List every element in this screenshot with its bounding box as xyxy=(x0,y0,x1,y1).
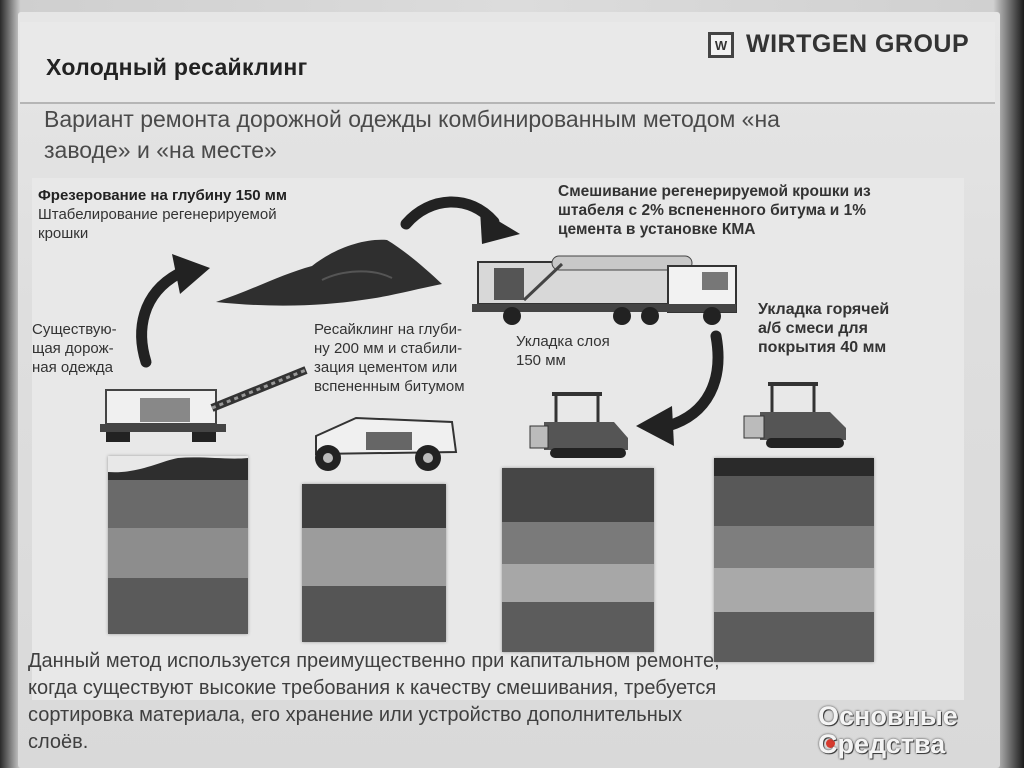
label-recycling: Ресайклинг на глуби- ну 200 мм и стабили… xyxy=(314,320,465,396)
label-hot-asphalt-line: Укладка горячей xyxy=(758,301,890,318)
layer-subbase xyxy=(714,568,874,612)
watermark-line: Средства xyxy=(818,729,946,759)
label-mixing-line: штабеля с 2% вспененного битума и 1% xyxy=(558,202,867,219)
milling-machine-icon xyxy=(100,366,308,442)
milled-surface xyxy=(108,457,248,480)
pavement-section-existing xyxy=(108,456,248,634)
label-layer-line: 150 мм xyxy=(516,352,566,369)
curved-arrow-icon xyxy=(636,330,724,446)
label-layer-line: Укладка слоя xyxy=(516,333,610,350)
layer-150mm xyxy=(502,468,654,522)
slide-footer-text: Данный метод используется преимущественн… xyxy=(28,648,908,756)
footer-line: сортировка материала, его хранение или у… xyxy=(28,704,683,726)
layer-recycled xyxy=(502,522,654,564)
paver-icon xyxy=(529,392,628,458)
curved-arrow-icon xyxy=(136,254,210,368)
slide-title: Холодный ресайклинг xyxy=(46,54,308,80)
mixing-plant-truck-icon xyxy=(472,255,737,325)
pavement-section-asphalt xyxy=(714,458,874,662)
layer-subbase xyxy=(108,528,248,578)
label-layer-150: Укладка слоя 150 мм xyxy=(516,332,610,370)
recycler-icon xyxy=(315,416,458,471)
layer-150mm xyxy=(714,476,874,526)
label-recycling-line: вспененным битумом xyxy=(314,378,465,395)
label-recycling-line: Ресайклинг на глуби- xyxy=(314,321,463,338)
slide-header: Холодный ресайклинг W WIRTGEN GROUP xyxy=(20,22,995,104)
stockpile-icon xyxy=(216,239,442,306)
watermark: Основные Средства xyxy=(818,702,1018,758)
layer-subgrade xyxy=(502,602,654,652)
label-hot-asphalt-line: а/б смеси для xyxy=(758,320,868,337)
label-milling-line: Фрезерование на глубину 150 мм xyxy=(38,187,287,204)
label-mixing: Смешивание регенерируемой крошки из штаб… xyxy=(558,182,871,239)
label-existing-line: ная одежда xyxy=(32,359,113,376)
pavement-section-recycled xyxy=(302,484,446,642)
subtitle-line: заводе» и «на месте» xyxy=(44,137,277,163)
logo-text: WIRTGEN GROUP xyxy=(746,30,970,58)
label-mixing-line: Смешивание регенерируемой крошки из xyxy=(558,183,871,200)
layer-subgrade xyxy=(714,612,874,662)
footer-line: Данный метод используется преимущественн… xyxy=(28,650,720,672)
label-recycling-line: зация цементом или xyxy=(314,359,458,376)
label-milling-line: крошки xyxy=(38,225,89,242)
layer-recycled xyxy=(302,484,446,528)
label-recycling-line: ну 200 мм и стабили- xyxy=(314,340,463,357)
layer-subbase xyxy=(502,564,654,602)
label-hot-asphalt: Укладка горячей а/б смеси для покрытия 4… xyxy=(758,300,889,357)
pavement-section-150mm xyxy=(502,468,654,652)
layer-subgrade xyxy=(108,578,248,634)
layer-asphalt-40mm xyxy=(714,458,874,476)
process-diagram: Фрезерование на глубину 150 мм Штабелиро… xyxy=(32,178,964,700)
layer-subgrade xyxy=(302,586,446,642)
wirtgen-logo-icon: W xyxy=(708,32,734,58)
label-existing-line: щая дорож- xyxy=(32,340,114,357)
footer-line: когда существуют высокие требования к ка… xyxy=(28,677,717,699)
label-hot-asphalt-line: покрытия 40 мм xyxy=(758,339,887,356)
label-milling-line: Штабелирование регенерируемой xyxy=(38,206,277,223)
layer-subbase xyxy=(302,528,446,586)
paver-icon xyxy=(743,382,846,448)
label-existing-line: Существую- xyxy=(32,321,117,338)
watermark-line: Основные xyxy=(818,701,958,731)
subtitle-line: Вариант ремонта дорожной одежды комбинир… xyxy=(44,106,780,132)
layer-recycled xyxy=(714,526,874,568)
label-milling: Фрезерование на глубину 150 мм Штабелиро… xyxy=(38,186,287,243)
footer-line: слоёв. xyxy=(28,731,89,753)
slide-subtitle: Вариант ремонта дорожной одежды комбинир… xyxy=(44,104,944,166)
label-existing-pavement: Существую- щая дорож- ная одежда xyxy=(32,320,117,377)
laser-pointer-dot xyxy=(826,739,835,748)
layer-base xyxy=(108,480,248,528)
curved-arrow-icon xyxy=(400,196,520,244)
label-mixing-line: цемента в установке КМА xyxy=(558,221,756,238)
